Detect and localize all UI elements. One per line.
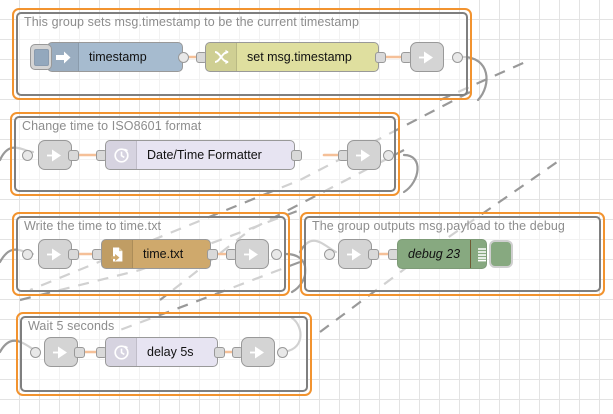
port-file-output[interactable] — [207, 249, 218, 260]
link-out-icon — [355, 149, 370, 161]
port-linkin4-entry[interactable] — [324, 249, 335, 260]
group-debug-label: The group outputs msg.payload to the deb… — [312, 219, 565, 233]
port-delay-output[interactable] — [214, 347, 225, 358]
port-change-output[interactable] — [375, 52, 386, 63]
inject-arrow-icon — [48, 43, 79, 71]
node-inject-label: timestamp — [89, 50, 147, 64]
inject-button-glyph — [33, 48, 49, 66]
link-in-icon — [346, 248, 361, 260]
link-in-node-iso[interactable] — [38, 140, 72, 170]
debug-toggle-button[interactable] — [489, 240, 513, 268]
group-writefile-label: Write the time to time.txt — [24, 219, 162, 233]
node-file-label: time.txt — [143, 247, 184, 261]
port-linkout2-output[interactable] — [383, 150, 394, 161]
group-timestamp-label: This group sets msg.timestamp to be the … — [24, 15, 359, 29]
node-delay-label: delay 5s — [147, 345, 194, 359]
group-delay-label: Wait 5 seconds — [28, 319, 115, 333]
node-delay-5s[interactable]: delay 5s — [105, 337, 218, 367]
link-out-node-delay[interactable] — [241, 337, 275, 367]
port-linkin4-output[interactable] — [368, 249, 379, 260]
link-out-node-timestamp[interactable] — [410, 42, 444, 72]
port-linkin5-output[interactable] — [74, 347, 85, 358]
link-in-node-delay[interactable] — [44, 337, 78, 367]
port-linkout3-output[interactable] — [271, 249, 282, 260]
link-in-icon — [52, 346, 67, 358]
inject-trigger-button[interactable] — [30, 44, 52, 70]
link-curve-out-2 — [402, 153, 419, 194]
node-debug-23[interactable]: debug 23 — [397, 239, 487, 269]
group-iso8601-label: Change time to ISO8601 format — [22, 119, 202, 133]
port-linkin2-output[interactable] — [68, 150, 79, 161]
change-shuffle-icon — [206, 43, 237, 71]
node-inject-timestamp[interactable]: timestamp — [47, 42, 183, 72]
link-in-icon — [46, 248, 61, 260]
clock-icon — [106, 338, 137, 366]
link-out-icon — [249, 346, 264, 358]
link-in-node-debug[interactable] — [338, 239, 372, 269]
node-datetime-label: Date/Time Formatter — [147, 148, 262, 162]
port-linkout1-output[interactable] — [452, 52, 463, 63]
port-linkin3-entry[interactable] — [22, 249, 33, 260]
link-out-node-file[interactable] — [235, 239, 269, 269]
link-in-node-file[interactable] — [38, 239, 72, 269]
link-out-icon — [418, 51, 433, 63]
link-out-node-iso[interactable] — [347, 140, 381, 170]
node-debug-label: debug 23 — [408, 247, 461, 261]
link-in-icon — [46, 149, 61, 161]
clock-icon — [106, 141, 137, 169]
port-datetime-output[interactable] — [291, 150, 302, 161]
port-linkout5-output[interactable] — [277, 347, 288, 358]
debug-lines-icon — [470, 240, 486, 268]
node-change-label: set msg.timestamp — [247, 50, 352, 64]
file-write-icon — [102, 240, 133, 268]
port-linkin3-output[interactable] — [68, 249, 79, 260]
port-linkin2-entry[interactable] — [22, 150, 33, 161]
node-datetime-formatter[interactable]: Date/Time Formatter — [105, 140, 295, 170]
link-out-icon — [243, 248, 258, 260]
port-inject-output[interactable] — [178, 52, 189, 63]
node-file-write[interactable]: time.txt — [101, 239, 211, 269]
port-linkin5-entry[interactable] — [30, 347, 41, 358]
node-change-set-timestamp[interactable]: set msg.timestamp — [205, 42, 379, 72]
